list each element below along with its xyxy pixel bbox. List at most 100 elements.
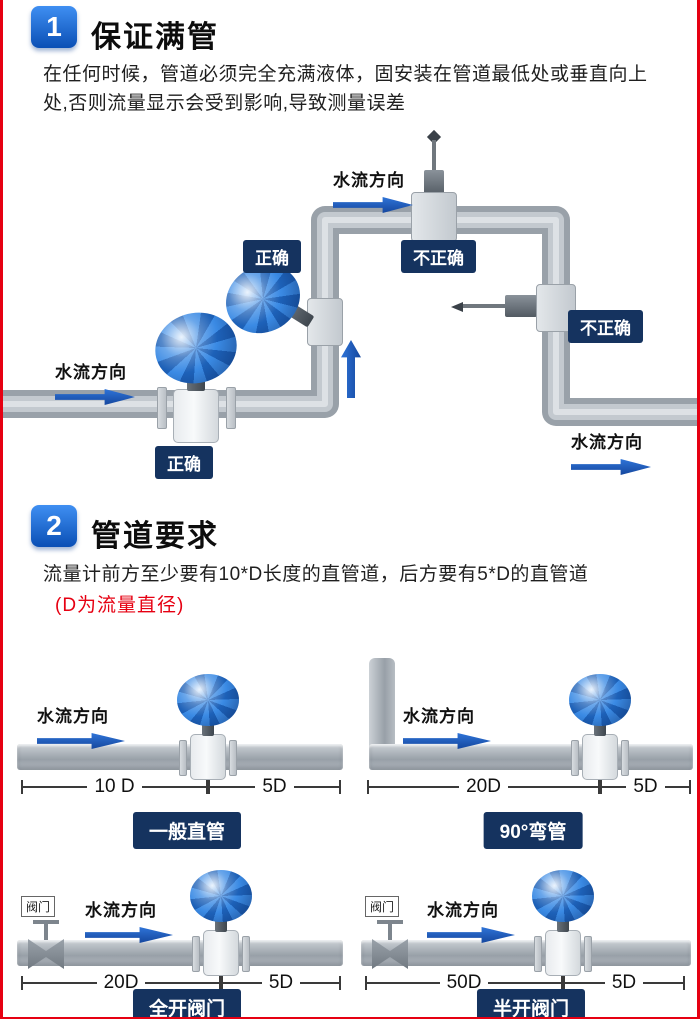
flowmeter-body: [173, 389, 219, 443]
valve-stem: [388, 923, 392, 940]
dim-line: [602, 786, 627, 788]
flow-arrow-icon: [571, 459, 651, 475]
pipe: [17, 940, 343, 966]
flange-ring: [192, 936, 200, 972]
dim-label: 5D: [262, 776, 287, 797]
valve-handle: [377, 920, 403, 924]
probe-block: [505, 295, 537, 317]
diagram-caption: 一般直管: [132, 812, 242, 849]
dim-tick: [563, 976, 565, 990]
flange-ring: [571, 740, 579, 776]
dim-line: [23, 786, 88, 788]
diagram-open-valve: 阀门 水流方向 20D 5D 全开阀门: [15, 856, 345, 1017]
flow-direction-top: 水流方向: [333, 166, 413, 213]
diagram-caption: 半开阀门: [476, 989, 586, 1017]
valve-label: 阀门: [21, 896, 56, 917]
full-pipe-diagram: 水流方向 水流方向 水流方向 正确 不正确 不正确 正确: [3, 128, 697, 500]
dim-tick: [598, 780, 601, 794]
flow-arrow-icon: [55, 389, 135, 405]
sensor-incorrect-top: [407, 128, 463, 246]
flowmeter-body: [582, 734, 618, 780]
flowmeter-sensor-head: [190, 870, 252, 922]
flow-direction: 水流方向: [427, 896, 515, 943]
flowmeter: [565, 674, 635, 782]
pipe-collar: [307, 298, 343, 346]
dim-tick: [600, 780, 602, 794]
flow-direction-bottom-right: 水流方向: [571, 428, 651, 475]
flowmeter-body: [190, 734, 226, 780]
dim-line: [643, 982, 684, 984]
flange-ring: [226, 387, 236, 429]
dim-line: [145, 982, 220, 984]
tag-correct-angled: 正确: [243, 240, 301, 273]
section1-number-badge: 1: [31, 6, 77, 48]
dim-label: 20D: [103, 972, 139, 993]
probe-rod: [432, 140, 436, 172]
flow-direction-label: 水流方向: [571, 433, 643, 452]
dim-tick: [21, 780, 23, 794]
dim-label: 10 D: [94, 776, 135, 797]
dim-tick: [208, 780, 210, 794]
section2-number-badge: 2: [31, 505, 77, 547]
valve: 阀门: [365, 896, 415, 970]
dim-label: 50D: [446, 972, 482, 993]
flowmeter-correct-angled: [213, 252, 345, 358]
flange-ring: [242, 936, 250, 972]
flow-direction-label: 水流方向: [55, 363, 127, 382]
dim-tick: [339, 780, 342, 794]
dim-label: 5D: [611, 972, 637, 993]
tag-incorrect-right: 不正确: [568, 310, 643, 343]
dim-line: [367, 982, 440, 984]
flange-ring: [584, 936, 592, 972]
dim-line: [565, 982, 605, 984]
tag-correct-bottom: 正确: [155, 446, 213, 479]
flow-arrow-icon: [37, 733, 125, 749]
probe-block: [424, 170, 444, 196]
pipe-collar: [411, 192, 457, 242]
diagram-caption: 全开阀门: [132, 989, 242, 1017]
diagram-caption: 90°弯管: [483, 812, 583, 849]
flowmeter: [173, 674, 243, 782]
dim-label: 20D: [466, 776, 501, 797]
flow-direction: 水流方向: [403, 702, 491, 749]
dim-tick: [219, 976, 222, 990]
dim-tick: [367, 780, 369, 794]
flow-arrow-icon: [333, 197, 413, 213]
dim-line: [210, 786, 256, 788]
dimension-back: 5D: [563, 972, 686, 993]
dim-line: [23, 982, 97, 984]
dim-line: [369, 786, 460, 788]
valve-body: [28, 939, 64, 969]
diagram-elbow-pipe: 水流方向 20D 5D 90°弯管: [359, 632, 693, 849]
flange-ring: [534, 936, 542, 972]
flowmeter-correct-horizontal: [147, 304, 245, 445]
sensor-incorrect-right: [451, 282, 581, 336]
tag-incorrect-top: 不正确: [401, 240, 476, 273]
flow-direction-left: 水流方向: [55, 358, 135, 405]
valve-body: [372, 939, 408, 969]
valve-handle: [33, 920, 59, 924]
flowmeter-sensor-head: [532, 870, 594, 922]
flow-direction-label: 水流方向: [403, 707, 475, 726]
pipe: [361, 940, 691, 966]
dim-tick: [221, 976, 223, 990]
flow-direction: 水流方向: [85, 896, 173, 943]
flowmeter: [528, 870, 598, 978]
dimension-front: 10 D: [21, 776, 209, 797]
flange-ring: [621, 740, 629, 776]
dim-tick: [365, 976, 367, 990]
pipe: [369, 744, 693, 770]
dimension-front: 20D: [21, 972, 222, 993]
dim-line: [223, 982, 262, 984]
diagram-straight-pipe: 水流方向 10 D 5D 一般直管: [15, 632, 345, 849]
flowmeter-sensor-head: [177, 674, 239, 726]
valve: 阀门: [21, 896, 71, 970]
dim-tick: [683, 976, 686, 990]
valve-label: 阀门: [365, 896, 400, 917]
valve-stem: [44, 923, 48, 940]
flow-direction: 水流方向: [37, 702, 125, 749]
dimension-front: 20D: [367, 776, 601, 797]
section1-description: 在任何时候，管道必须完全充满液体，固安装在管道最低处或垂直向上处,否则流量显示会…: [43, 64, 648, 115]
flow-arrow-icon: [403, 733, 491, 749]
